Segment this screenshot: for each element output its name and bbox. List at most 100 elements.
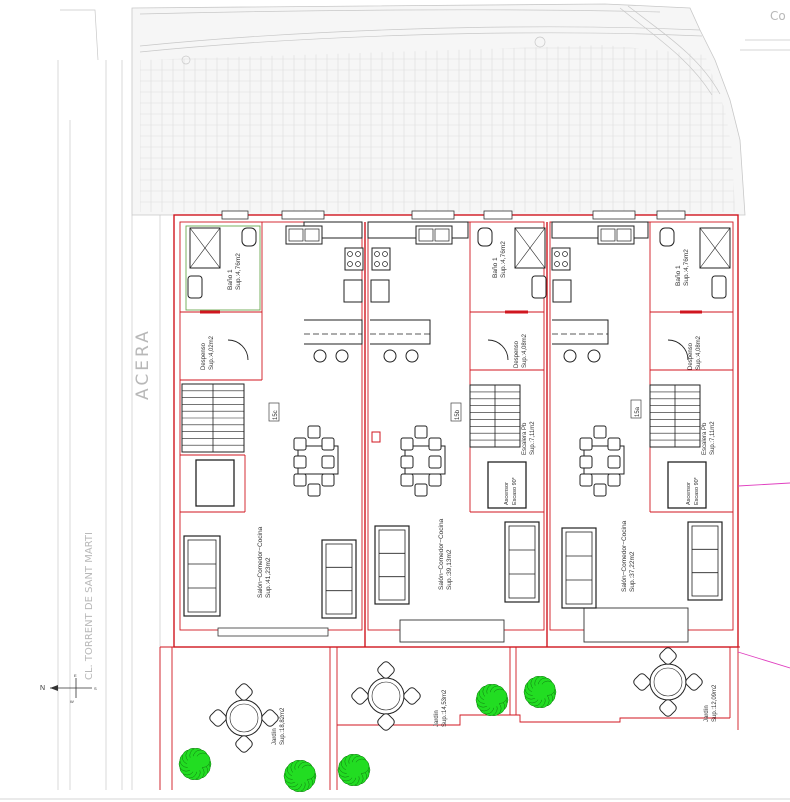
- living-area: Sup.:37,22m2: [629, 551, 636, 592]
- bar-stool: [313, 349, 327, 363]
- svg-text:Baño 1 Sup.:4,76m2: Baño 1 Sup.:4,76m2: [675, 249, 690, 286]
- svg-text:Ascensor Escaso 90*: Ascensor Escaso 90*: [686, 476, 700, 505]
- patio-chair: [659, 699, 677, 717]
- stair-area: Sup.:7,11m2: [530, 421, 536, 455]
- chair: [607, 437, 621, 451]
- lift-size: Escaso 90*: [694, 476, 700, 505]
- chair: [607, 473, 621, 487]
- compass-east: E: [74, 673, 77, 678]
- sink-icon: [597, 225, 635, 245]
- patio-chair: [659, 647, 677, 665]
- sofa: [183, 535, 221, 617]
- garden-area: Sup.:12,09m2: [712, 684, 718, 722]
- chair: [593, 483, 607, 497]
- lift-box: [195, 459, 235, 507]
- fixtures: [178, 221, 731, 793]
- bar-stool: [405, 349, 419, 363]
- chair: [428, 473, 442, 487]
- svg-text:Despenso Sup.:4,08m2: Despenso Sup.:4,08m2: [688, 335, 702, 370]
- staircase: [649, 384, 701, 448]
- svg-text:Escalera Pb Sup.:7,11m2: Escalera Pb Sup.:7,11m2: [702, 421, 716, 455]
- living-area: Sup.:41,23m2: [265, 557, 272, 598]
- kitchen-counter: [552, 319, 609, 345]
- fridge: [370, 279, 390, 303]
- living-area: Sup.:39,13m2: [446, 549, 453, 590]
- patio-chair: [633, 673, 651, 691]
- chair: [307, 483, 321, 497]
- kitchen-counter: [304, 319, 363, 345]
- cooktop-icon: [551, 247, 571, 271]
- tree-icon: [475, 683, 509, 717]
- patio-chair: [261, 709, 279, 727]
- lift-size: Escaso 90*: [512, 476, 518, 505]
- pantry-label: Despenso: [514, 340, 520, 368]
- dining-set: [400, 425, 446, 497]
- svg-text:Salón−Comedor−Cocina Sup.:: Salón−Comedor−Cocina Sup.:41,23m2: [257, 525, 272, 598]
- dining-set: [293, 425, 339, 497]
- patio-chair: [377, 661, 395, 679]
- patio-chair: [351, 687, 369, 705]
- svg-text:Despenso Sup.:4,02m2: Despenso Sup.:4,02m2: [201, 335, 215, 370]
- patio-table: [351, 661, 421, 731]
- chair: [321, 437, 335, 451]
- chair: [400, 473, 414, 487]
- steps-tag: 15c: [273, 410, 279, 420]
- bathroom-fixtures: [477, 227, 547, 299]
- patio-table: [209, 683, 279, 753]
- chair: [579, 473, 593, 487]
- bar-stool: [587, 349, 601, 363]
- chair: [428, 455, 442, 469]
- sink-icon: [415, 225, 453, 245]
- staircase: [469, 384, 521, 448]
- pantry-area: Sup.:4,08m2: [522, 333, 528, 368]
- chair: [414, 483, 428, 497]
- bath-label: Baño 1: [227, 269, 234, 290]
- patio-chair: [377, 713, 395, 731]
- bar-stool: [383, 349, 397, 363]
- chair: [428, 437, 442, 451]
- stair-label: Escalera Pb: [702, 422, 708, 455]
- fridge: [343, 279, 363, 303]
- bath-label: Baño 1: [675, 265, 682, 286]
- basin: [187, 275, 203, 299]
- patio-chair: [403, 687, 421, 705]
- garden-label: Jardín: [704, 705, 710, 722]
- lift-label: Ascensor: [686, 482, 692, 505]
- svg-text:Ascensor Escaso 90*: Ascensor Escaso 90*: [504, 476, 518, 505]
- chair: [579, 437, 593, 451]
- svg-text:Jardín Sup.:12,09m2: Jardín Sup.:12,09m2: [704, 684, 718, 722]
- sofa: [561, 527, 597, 609]
- garden-label: Jardín: [434, 710, 440, 727]
- chair: [414, 425, 428, 439]
- chair: [607, 455, 621, 469]
- corner-label: Co: [770, 9, 786, 23]
- steps-tag: 15a: [635, 406, 641, 417]
- tree-icon: [178, 747, 212, 781]
- patio-chair: [235, 735, 253, 753]
- pantry-area: Sup.:4,02m2: [209, 335, 215, 370]
- pantry-label: Despenso: [201, 342, 207, 370]
- chair: [579, 455, 593, 469]
- chair: [321, 473, 335, 487]
- svg-text:Jardín Sup.:18,82m2: Jardín Sup.:18,82m2: [272, 707, 286, 745]
- living-label: Salón−Comedor−Cocina: [621, 520, 628, 592]
- svg-text:Despenso Sup.:4,08m2: Despenso Sup.:4,08m2: [514, 333, 528, 368]
- toilet: [241, 227, 257, 247]
- bath-area: Sup.:4,76m2: [683, 249, 690, 286]
- basin: [531, 275, 547, 299]
- compass-west: W: [70, 699, 74, 704]
- chair: [593, 425, 607, 439]
- bath-label: Baño 1: [492, 257, 499, 278]
- fridge: [552, 279, 572, 303]
- toilet: [477, 227, 493, 247]
- garden-area: Sup.:14,53m2: [442, 689, 448, 727]
- door-swing: [487, 339, 509, 361]
- pantry-label: Despenso: [688, 342, 694, 370]
- steps-tag: 15b: [455, 409, 461, 420]
- garden-area: Sup.:18,82m2: [280, 707, 286, 745]
- bath-area: Sup.:4,76m2: [235, 253, 242, 290]
- compass-south: S: [94, 686, 97, 691]
- svg-text:Baño 1 Sup.:4,76m2: Baño 1 Sup.:4,76m2: [227, 253, 242, 290]
- chair: [307, 425, 321, 439]
- door-swing: [667, 339, 689, 361]
